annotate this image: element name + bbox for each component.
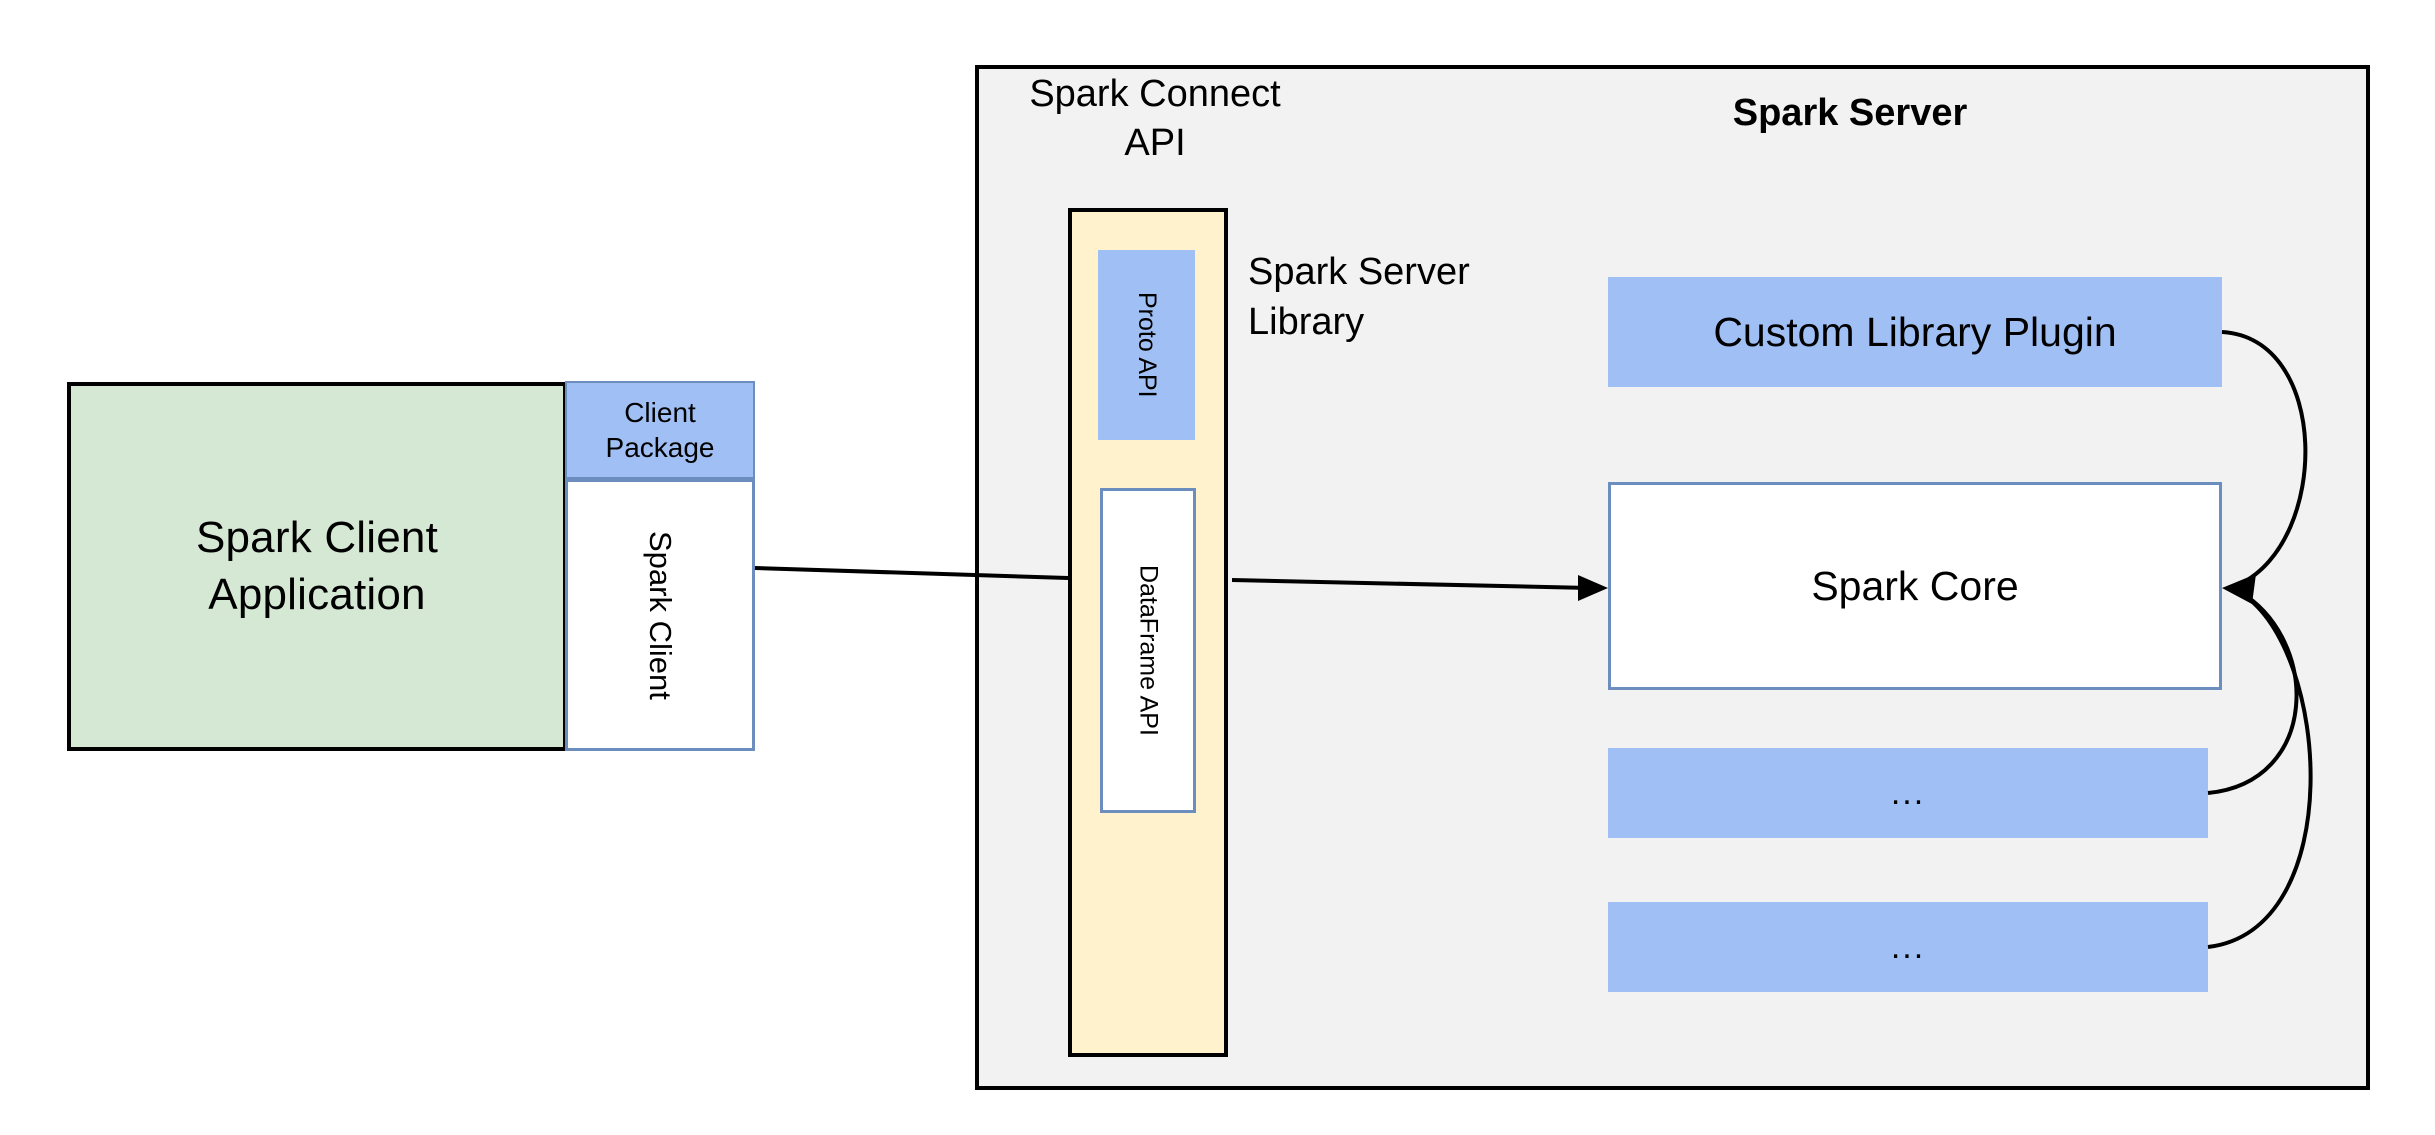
proto-api-label: Proto API (1133, 292, 1161, 398)
proto-api-box: Proto API (1098, 250, 1195, 440)
custom-library-plugin-label: Custom Library Plugin (1713, 308, 2117, 355)
spark-client-label: Spark Client (643, 530, 678, 700)
spark-server-library-label: Spark Server Library (1248, 251, 1470, 344)
spark-core-label: Spark Core (1811, 562, 2019, 609)
additional-module-label-1: ... (1890, 773, 1926, 812)
spark-core-box: Spark Core (1608, 482, 2222, 690)
spark-client-box: Spark Client (565, 479, 755, 751)
spark-server-title: Spark Server (1732, 92, 1968, 134)
additional-module-box-1: ... (1608, 748, 2208, 838)
additional-module-label-2: ... (1890, 927, 1926, 966)
client-package-label: Client Package (605, 396, 715, 463)
spark-client-application-label: Spark Client Application (195, 513, 439, 619)
additional-module-box-2: ... (1608, 902, 2208, 992)
spark-connect-api-label: Spark Connect API (1029, 73, 1281, 165)
dataframe-api-box: DataFrame API (1100, 488, 1196, 813)
client-package-box: Client Package (565, 381, 755, 479)
custom-library-plugin-box: Custom Library Plugin (1608, 277, 2222, 387)
spark-client-application-box: Spark Client Application (67, 382, 567, 751)
dataframe-api-label: DataFrame API (1134, 565, 1163, 736)
